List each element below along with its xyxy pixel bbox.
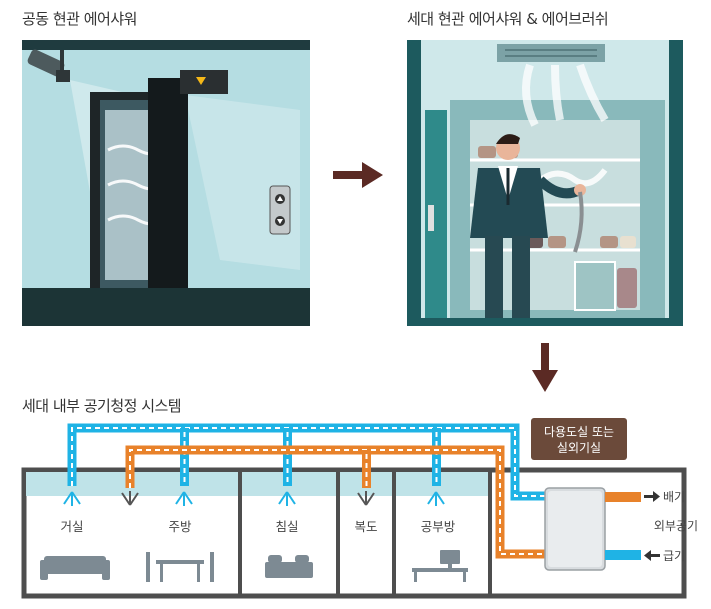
supply-vent-icon	[63, 491, 445, 506]
sofa-icon	[40, 556, 110, 580]
svg-text:다용도실 또는: 다용도실 또는	[544, 425, 614, 439]
room-label-living: 거실	[60, 519, 83, 534]
room-label-bedroom: 침실	[275, 519, 298, 534]
supply-duct	[67, 423, 548, 501]
title-common-entrance: 공동 현관 에어샤워	[22, 10, 137, 28]
room-label-kitchen: 주방	[168, 519, 192, 534]
unit-entrance-illustration	[407, 40, 683, 326]
room-label-study: 공부방	[421, 519, 456, 534]
utility-room-label: 다용도실 또는 실외기실	[531, 418, 627, 460]
common-entrance-illustration	[22, 40, 310, 326]
flow-arrow-right-icon	[333, 162, 383, 188]
exhaust-arrow-icon	[644, 491, 660, 502]
svg-text:실외기실: 실외기실	[557, 441, 601, 455]
exhaust-duct	[125, 445, 548, 559]
flow-arrow-down-icon	[532, 343, 558, 392]
exhaust-label: 배기	[663, 490, 685, 504]
room-label-hallway: 복도	[354, 519, 377, 534]
title-unit-entrance: 세대 현관 에어샤워 & 에어브러쉬	[407, 10, 609, 28]
dining-table-icon	[146, 552, 214, 582]
exhaust-vent-icon	[121, 491, 375, 506]
ventilation-unit	[544, 487, 641, 571]
title-internal-system: 세대 내부 공기청정 시스템	[22, 397, 182, 415]
ceiling-vent	[497, 44, 605, 62]
desk-computer-icon	[412, 550, 468, 582]
outdoor-air-label: 외부공기	[654, 519, 698, 533]
cctv-camera-icon	[27, 49, 70, 82]
internal-system-diagram: 거실 주방 침실 복도 공부방 다용도실 또는	[21, 418, 698, 599]
person-figure	[470, 134, 586, 318]
elevator-call-buttons	[269, 185, 291, 235]
bed-icon	[265, 555, 313, 578]
indicator-arrow-icon	[196, 77, 206, 85]
supply-arrow-icon	[644, 550, 660, 561]
supply-label: 급기	[663, 549, 685, 563]
